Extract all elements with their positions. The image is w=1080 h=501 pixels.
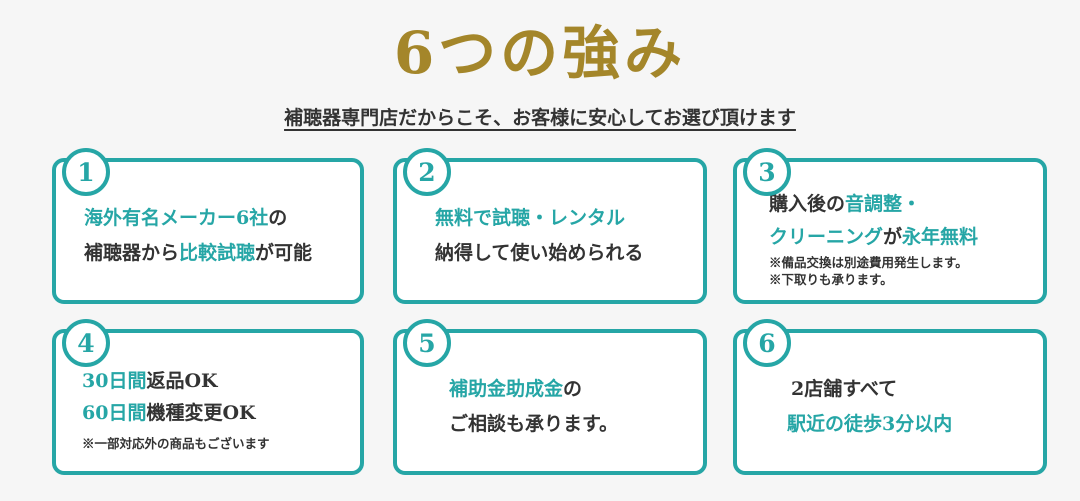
card-line-1: 無料で試聴・レンタル [435, 207, 626, 229]
card-line-2: クリーニングが永年無料 [769, 221, 1043, 254]
page-title: 6つの強み [393, 19, 687, 87]
plain-text: 返品OK [146, 369, 218, 392]
subtitle-text: 補聴器専門店だからこそ、お客様に安心してお選び頂けます [284, 107, 796, 129]
card-note: ※一部対応外の商品もございます [82, 435, 270, 451]
highlight-text: 補助金助成金 [449, 378, 564, 400]
card-line-1: 海外有名メーカー6社の [84, 201, 360, 236]
card-line-2: 60日間機種変更OK [82, 397, 360, 429]
card-number-badge: 5 [403, 319, 451, 367]
strength-card-2: 2 無料で試聴・レンタル 納得して使い始められる [393, 148, 707, 304]
highlight-text: 比較試聴 [179, 242, 256, 264]
card-line-2: ご相談も承ります。 [449, 413, 619, 435]
strength-card-5: 5 補助金助成金の ご相談も承ります。 [393, 319, 707, 475]
card-line-1: 補助金助成金の [449, 372, 703, 407]
page-subtitle: 補聴器専門店だからこそ、お客様に安心してお選び頂けます [0, 103, 1080, 130]
highlight-text: 30日間 [82, 369, 147, 392]
strength-card-4: 4 30日間返品OK 60日間機種変更OK ※一部対応外の商品もございます [52, 319, 364, 475]
highlight-text: 音調整・ [845, 193, 922, 215]
card-line-2: 駅近の徒歩3分以内 [787, 413, 953, 435]
card-line-1: 2店舗すべて [791, 378, 898, 400]
plain-text: の [563, 378, 583, 400]
plain-text: の [268, 207, 288, 229]
card-number-badge: 4 [62, 319, 110, 367]
card-note-1: ※備品交換は別途費用発生します。 [769, 255, 968, 270]
card-line-1: 30日間返品OK [82, 365, 360, 397]
highlight-text: クリーニング [769, 226, 884, 248]
plain-text: 機種変更OK [146, 401, 256, 424]
plain-text: 購入後の [769, 193, 846, 215]
card-number-badge: 3 [743, 148, 791, 196]
card-number-badge: 1 [62, 148, 110, 196]
strength-card-3: 3 購入後の音調整・ クリーニングが永年無料 ※備品交換は別途費用発生します。 … [733, 148, 1047, 304]
card-line-1: 購入後の音調整・ [769, 188, 1043, 221]
card-line-2: 補聴器から比較試聴が可能 [84, 236, 360, 271]
card-line-2: 納得して使い始められる [435, 242, 644, 264]
plain-text: が [883, 226, 903, 248]
card-note-2: ※下取りも承ります。 [769, 272, 893, 287]
card-number-badge: 2 [403, 148, 451, 196]
strength-card-6: 6 2店舗すべて 駅近の徒歩3分以内 [733, 319, 1047, 475]
strength-card-1: 1 海外有名メーカー6社の 補聴器から比較試聴が可能 [52, 148, 364, 304]
highlight-text: 60日間 [82, 401, 147, 424]
card-number-badge: 6 [743, 319, 791, 367]
highlight-text: 海外有名メーカー6社 [84, 207, 269, 229]
highlight-text: 永年無料 [902, 226, 979, 248]
plain-text: 補聴器から [84, 242, 180, 264]
plain-text: が可能 [255, 242, 313, 264]
